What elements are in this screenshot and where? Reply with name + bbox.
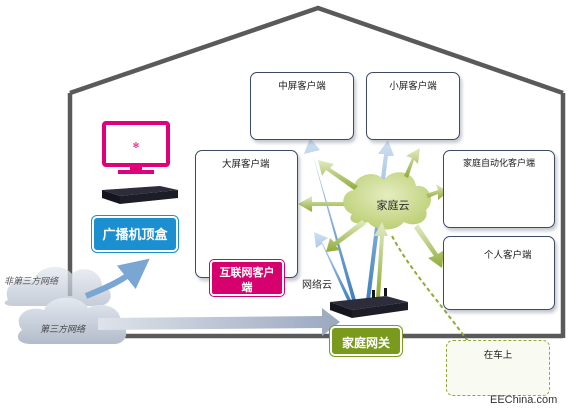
car-dashed-link: [391, 235, 471, 345]
home-cloud-shape: [343, 172, 431, 230]
cloud-arrow-up-right: [404, 148, 420, 178]
cloud-arrow-down-right: [414, 224, 444, 268]
network-cloud-label: 网络云: [302, 280, 332, 291]
mid-screen-client-title: 中屏客户端: [278, 81, 326, 92]
big-screen-client-panel: 大屏客户端: [195, 150, 298, 278]
home-automation-client-title: 家庭自动化客户端: [462, 159, 535, 169]
broadcast-stb-device: [102, 186, 178, 204]
third-party-network-label: 第三方网络: [40, 325, 86, 335]
internet-client-label-line1: 互联网客户: [219, 266, 275, 279]
third-party-cloud: [17, 297, 127, 344]
eechina-watermark: EEChina.com: [490, 394, 558, 406]
broadcast-stb-label: 广播机顶盒: [92, 216, 178, 252]
cloud-arrow-right: [426, 184, 448, 200]
gateway-to-cloud-arrow: [374, 222, 388, 298]
home-gateway-device: [330, 288, 408, 318]
small-screen-client-title: 小屏客户端: [389, 81, 437, 92]
home-cloud-label: 家庭云: [376, 199, 410, 212]
internet-client-label-line2: 端: [241, 281, 253, 294]
personal-client-title: 个人客户端: [484, 250, 532, 261]
personal-client-panel: 个人客户端: [443, 236, 555, 310]
in-car-title: 在车上: [483, 350, 513, 361]
cloud-arrow-down-left: [326, 220, 366, 252]
home-automation-client-panel: 家庭自动化客户端: [443, 150, 555, 228]
cloud-arrow-left: [298, 196, 344, 212]
network-pipe-arrow: [98, 308, 340, 336]
home-gateway-label: 家庭网关: [330, 326, 402, 356]
svg-text:✻: ✻: [133, 141, 140, 150]
internet-client-label: 互联网客户 端: [210, 260, 284, 296]
mid-screen-client-panel: 中屏客户端: [250, 72, 354, 140]
house-outline: [69, 5, 564, 96]
non-third-party-cloud: [4, 266, 111, 306]
non-third-party-network-label: 非第三方网络: [4, 277, 59, 287]
big-screen-client-title: 大屏客户端: [222, 159, 270, 170]
in-car-panel: 在车上: [446, 340, 550, 396]
cloud-arrow-up-left: [318, 160, 358, 190]
broadcast-tv-icon: ✻: [102, 121, 170, 174]
gateway-to-bigscreen-arrow: [314, 232, 352, 302]
small-screen-client-panel: 小屏客户端: [366, 72, 460, 140]
gateway-to-midscreen-arrow: [304, 138, 356, 300]
stb-feed-arrow: [84, 258, 150, 299]
